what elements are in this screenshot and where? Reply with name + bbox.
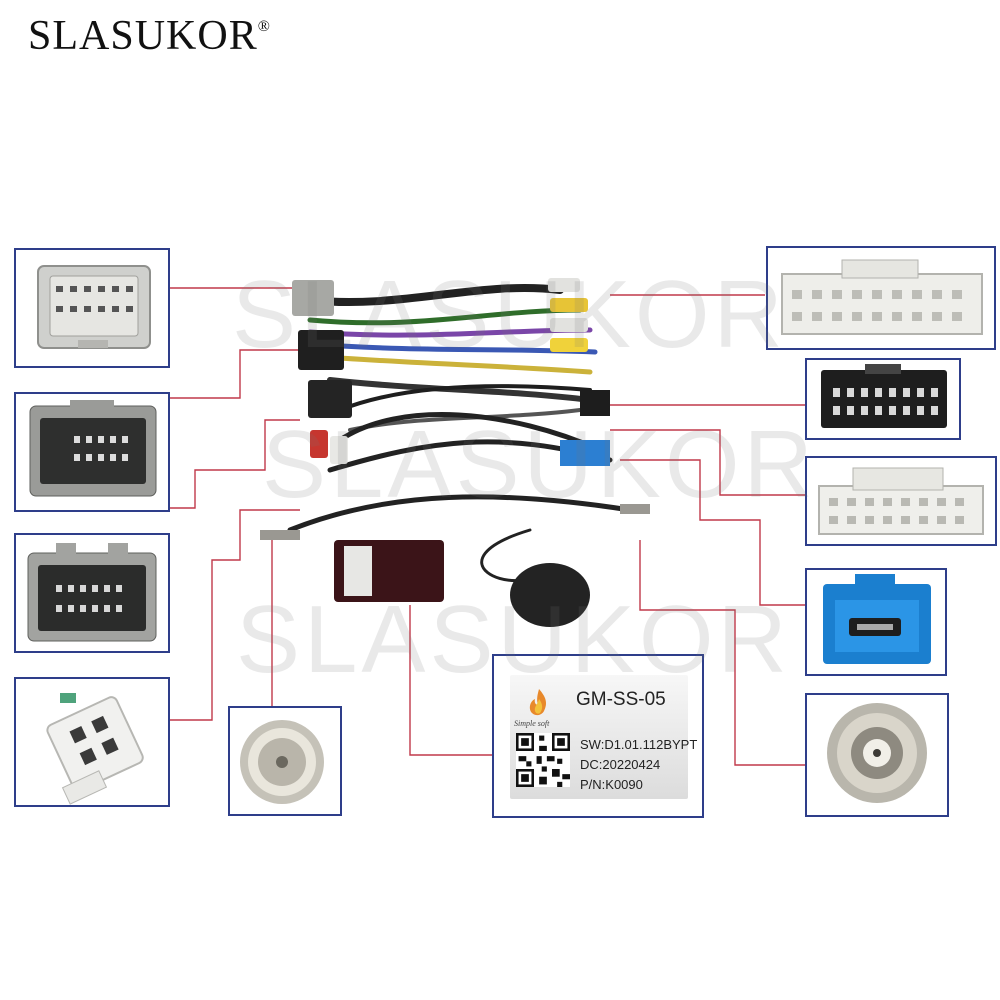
- connector-frame-7: [805, 456, 997, 546]
- antenna-plug-photo: [230, 708, 340, 814]
- connector-frame-1: [14, 248, 170, 368]
- module-label-card: Simple soft GM-SS-05 SW:D1.01.112BYPT DC…: [510, 675, 697, 799]
- antenna-plug-frame: [228, 706, 342, 816]
- connector-frame-2: [14, 392, 170, 512]
- connector-frame-9: [805, 693, 949, 817]
- black-connector-photo: [16, 394, 168, 510]
- flame-logo-icon: [529, 689, 547, 716]
- leader-7: [639, 540, 805, 766]
- iso-black-connector-photo: [807, 360, 959, 438]
- qr-code: [516, 733, 570, 787]
- connector-frame-5: [766, 246, 996, 350]
- black-connector-photo-2: [16, 535, 168, 651]
- harness-photo: [260, 278, 650, 627]
- brand-logo: SLASUKOR®: [28, 12, 271, 60]
- white-medium-connector-photo: [807, 458, 995, 544]
- white-large-connector-photo: [768, 248, 994, 348]
- white-4pin-connector-photo: [16, 679, 168, 805]
- connector-frame-6: [805, 358, 961, 440]
- module-model: GM-SS-05: [576, 689, 666, 710]
- leader-4: [168, 509, 300, 721]
- antenna-socket-photo: [807, 695, 947, 815]
- leader-3: [168, 419, 300, 509]
- connector-frame-8: [805, 568, 947, 676]
- gray-connector-photo: [16, 250, 168, 366]
- module-pn: P/N:K0090: [580, 777, 643, 792]
- brand-name: SLASUKOR: [28, 13, 258, 59]
- leader-9: [610, 429, 805, 496]
- module-maker: Simple soft: [514, 719, 550, 728]
- leader-8: [620, 459, 805, 606]
- leader-2: [168, 349, 300, 399]
- leader-6: [409, 605, 510, 756]
- registered-mark: ®: [257, 18, 271, 35]
- connector-frame-4: [14, 677, 170, 807]
- module-dc: DC:20220424: [580, 757, 661, 772]
- blue-usb-connector-photo: [807, 570, 945, 674]
- module-sw: SW:D1.01.112BYPT: [580, 737, 698, 752]
- connector-frame-3: [14, 533, 170, 653]
